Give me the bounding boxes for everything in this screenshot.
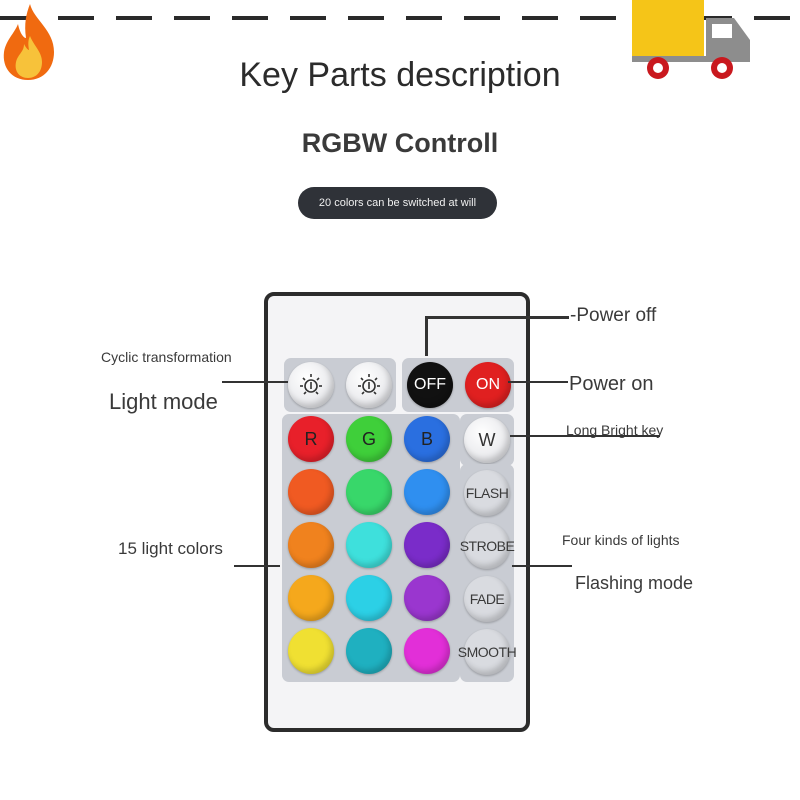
color-button[interactable] <box>346 522 392 568</box>
color-button[interactable] <box>404 522 450 568</box>
flash-mode-button[interactable]: SMOOTH <box>458 629 517 675</box>
color-button[interactable] <box>404 628 450 674</box>
off-label: OFF <box>414 376 446 393</box>
power-off-line-h <box>425 316 569 319</box>
color-button-label: B <box>420 428 433 449</box>
light-mode-label: Light mode <box>109 389 218 414</box>
flash-mode-button[interactable]: FLASH <box>464 470 510 516</box>
flashing-mode-group: FLASH STROBE FADE SMOOTH <box>458 464 517 682</box>
page-title: Key Parts description <box>239 56 561 94</box>
color-button[interactable] <box>346 469 392 515</box>
color-button-label: R <box>304 428 318 449</box>
flash-mode-label: FLASH <box>465 485 509 501</box>
color-button[interactable] <box>288 575 334 621</box>
page-subtitle: RGBW Controll <box>301 128 499 158</box>
off-button[interactable]: OFF <box>407 362 453 408</box>
remote-control: OFF ON W R G B FLASH STROBE FADE SMOOTH <box>264 292 530 732</box>
color-button[interactable]: B <box>404 416 450 462</box>
color-button[interactable] <box>346 628 392 674</box>
color-button[interactable] <box>288 628 334 674</box>
power-off-label: -Power off <box>570 305 657 326</box>
light-colors-label: 15 light colors <box>118 539 223 558</box>
color-button[interactable] <box>404 575 450 621</box>
power-off-line-v <box>425 316 428 356</box>
fire-icon <box>3 4 55 80</box>
power-group: OFF ON <box>402 358 514 412</box>
flash-mode-button[interactable]: FADE <box>464 576 510 622</box>
flashing-mode-line <box>512 565 572 567</box>
on-button[interactable]: ON <box>465 362 511 408</box>
power-on-label: Power on <box>569 373 654 395</box>
long-bright-line <box>510 435 660 437</box>
dashed-divider <box>0 16 800 20</box>
color-button-label: G <box>361 428 376 449</box>
sun-icon <box>358 374 380 395</box>
four-kinds-label: Four kinds of lights <box>562 532 680 548</box>
info-pill: 20 colors can be switched at will <box>298 187 497 219</box>
w-button[interactable]: W <box>464 417 510 463</box>
flash-mode-label: FADE <box>469 591 505 607</box>
on-label: ON <box>476 376 500 393</box>
cyclic-label: Cyclic transformation <box>101 349 232 365</box>
color-button[interactable] <box>288 522 334 568</box>
flash-mode-label: SMOOTH <box>457 644 517 660</box>
color-button[interactable] <box>404 469 450 515</box>
mode-button-2[interactable] <box>346 362 392 408</box>
color-button[interactable]: R <box>288 416 334 462</box>
color-button[interactable]: G <box>346 416 392 462</box>
color-button[interactable] <box>346 575 392 621</box>
flash-mode-label: STROBE <box>459 538 515 554</box>
light-colors-line <box>234 565 280 567</box>
truck-icon <box>632 0 750 79</box>
power-on-line <box>508 381 568 383</box>
light-mode-group <box>284 358 396 412</box>
white-key-group: W <box>460 414 514 466</box>
w-label: W <box>478 429 496 450</box>
color-button[interactable] <box>288 469 334 515</box>
mode-button-1[interactable] <box>288 362 334 408</box>
light-mode-line <box>222 381 288 383</box>
sun-icon <box>300 374 322 395</box>
flash-mode-button[interactable]: STROBE <box>460 523 515 569</box>
long-bright-label: Long Bright key <box>566 422 664 438</box>
flashing-mode-label: Flashing mode <box>575 573 694 593</box>
